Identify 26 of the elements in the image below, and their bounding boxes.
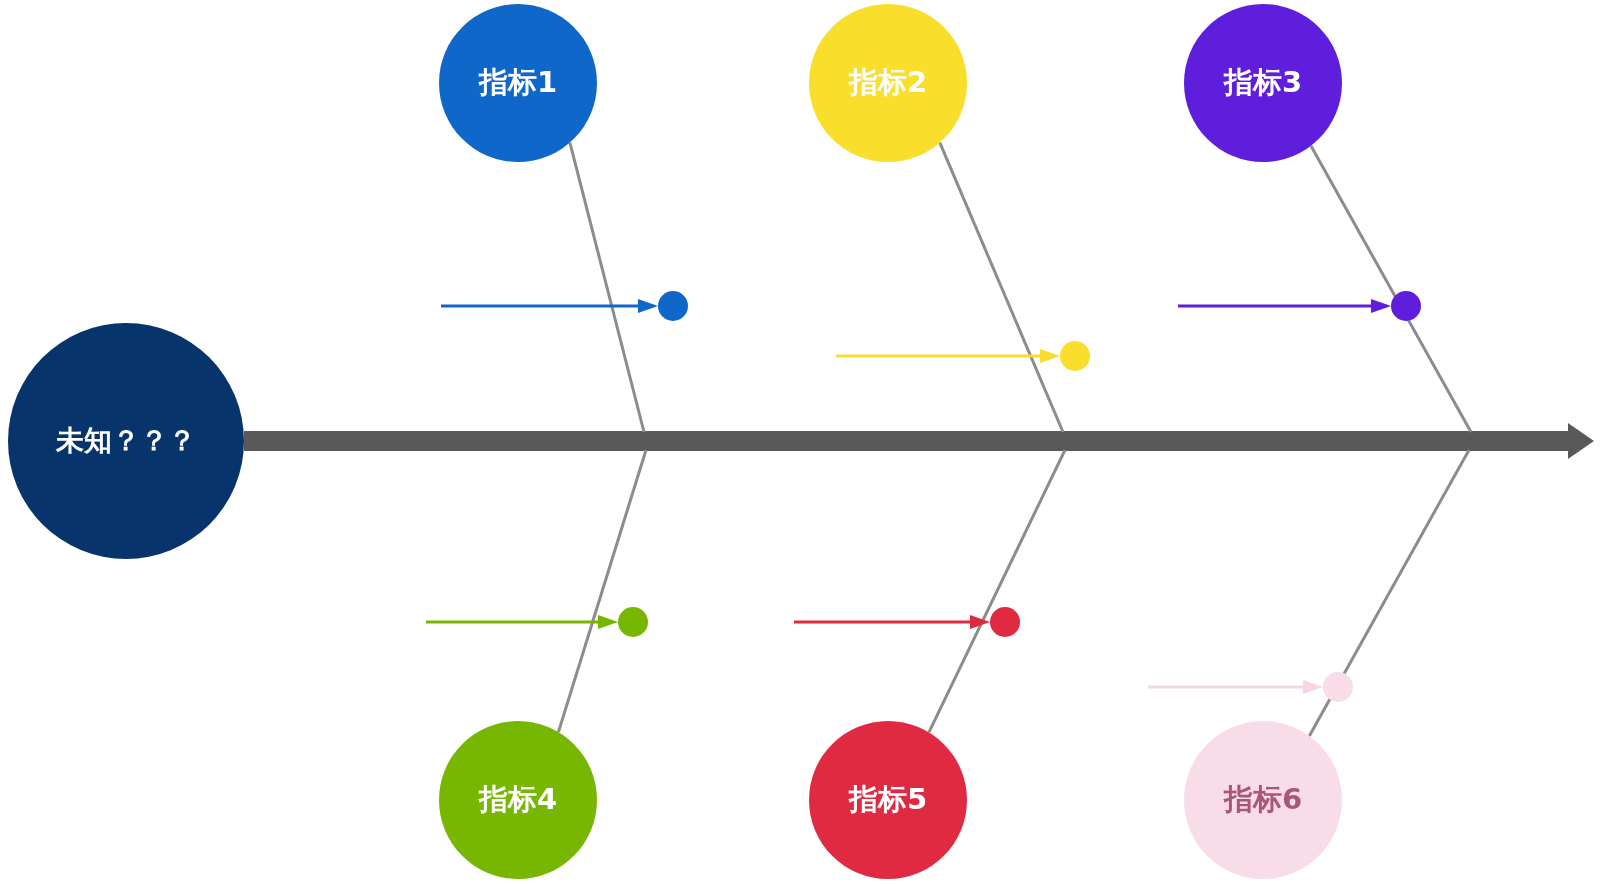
bone-line — [1309, 145, 1473, 433]
arrow — [441, 299, 658, 313]
cause-label: 指标2 — [848, 66, 928, 100]
dot-icon — [990, 607, 1020, 637]
cause-label: 指标1 — [478, 66, 558, 100]
bone-line — [927, 449, 1067, 734]
bone-line — [568, 142, 646, 433]
bone-line — [556, 449, 648, 733]
arrow — [794, 615, 990, 629]
dot-icon — [1060, 341, 1090, 371]
cause-label: 指标4 — [478, 783, 558, 817]
arrow — [426, 615, 618, 629]
dot-icon — [1391, 291, 1421, 321]
cause-label: 指标5 — [848, 783, 928, 817]
bone-line — [1308, 449, 1471, 737]
cause-label: 指标6 — [1223, 783, 1303, 817]
dot-icon — [1323, 672, 1353, 702]
cause-label: 指标3 — [1223, 66, 1303, 100]
head-label: 未知？？？ — [56, 424, 196, 458]
arrow — [1178, 299, 1391, 313]
arrow — [1148, 680, 1323, 694]
dot-icon — [618, 607, 648, 637]
spine-arrow — [244, 423, 1594, 459]
arrow — [836, 349, 1060, 363]
dot-icon — [658, 291, 688, 321]
bone-line — [938, 142, 1065, 433]
